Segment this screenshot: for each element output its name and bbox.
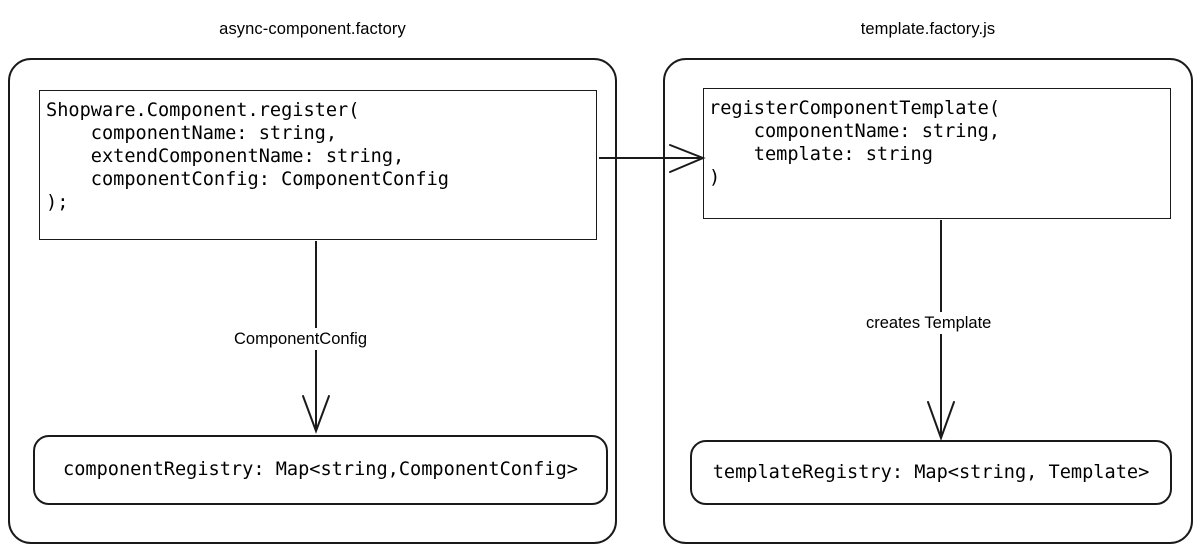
registry-box-template-registry: templateRegistry: Map<string, Template> xyxy=(690,440,1172,505)
code-text-component-register: Shopware.Component.register( componentNa… xyxy=(46,100,449,213)
panel-title-template-factory-js: template.factory.js xyxy=(860,20,996,38)
code-text-register-component-template: registerComponentTemplate( componentName… xyxy=(709,98,1001,188)
registry-text-template-registry: templateRegistry: Map<string, Template> xyxy=(712,461,1150,483)
panel-title-async-component-factory: async-component.factory xyxy=(219,20,406,38)
code-box-component-register: Shopware.Component.register( componentNa… xyxy=(39,90,597,240)
edge-label-creates-template: creates Template xyxy=(862,312,996,334)
edge-label-component-config: ComponentConfig xyxy=(230,328,371,350)
registry-box-component-registry: componentRegistry: Map<string,ComponentC… xyxy=(33,435,608,505)
code-box-register-component-template: registerComponentTemplate( componentName… xyxy=(703,88,1171,219)
registry-text-component-registry: componentRegistry: Map<string,ComponentC… xyxy=(63,459,578,480)
